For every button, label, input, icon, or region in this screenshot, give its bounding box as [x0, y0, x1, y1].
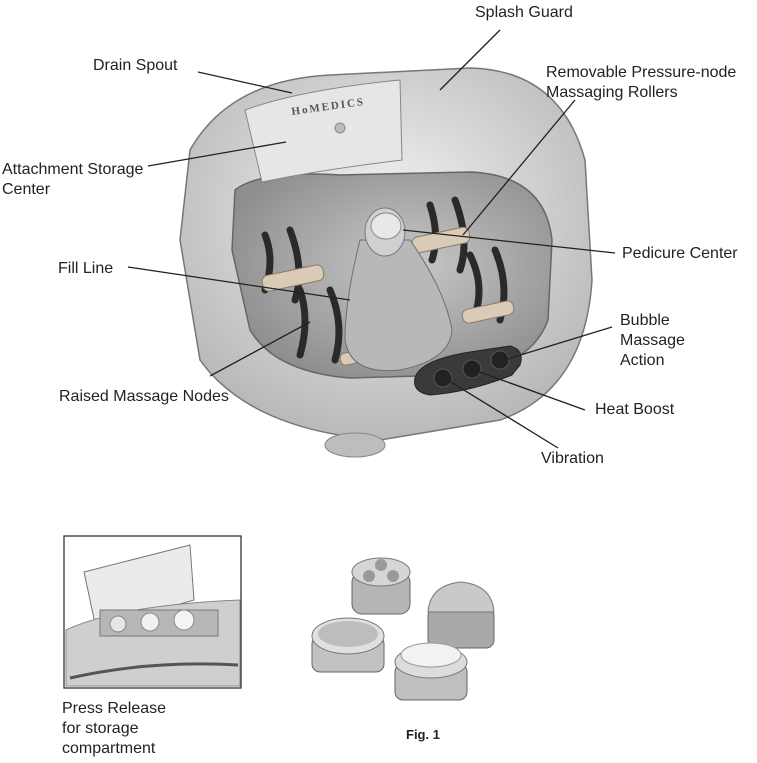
label-vibration: Vibration	[541, 450, 604, 467]
label-drain-spout: Drain Spout	[93, 57, 178, 74]
label-splash-guard: Splash Guard	[475, 4, 573, 21]
pedicure-center	[344, 207, 453, 372]
label-fill-line: Fill Line	[58, 260, 114, 277]
figure-caption: Fig. 1	[406, 727, 440, 742]
attachment-pumice	[311, 617, 385, 673]
pedicure-attachments	[311, 557, 495, 701]
roller-bars	[261, 226, 515, 366]
leader-lines	[127, 29, 616, 449]
label-raised-nodes: Raised Massage Nodes	[59, 388, 229, 405]
inset-caption: Press Release for storage compartment	[62, 700, 167, 757]
attachment-brush	[394, 642, 468, 701]
storage-inset	[63, 535, 242, 689]
label-attachment-storage: Attachment Storage Center	[2, 161, 144, 198]
label-bubble-massage: Bubble Massage Action	[620, 312, 685, 369]
attachment-massage	[351, 557, 411, 615]
label-rollers: Removable Pressure-node Massaging Roller…	[546, 64, 737, 101]
label-heat-boost: Heat Boost	[595, 401, 675, 418]
label-pedicure-center: Pedicure Center	[622, 245, 738, 262]
attachment-buffer	[427, 581, 495, 649]
control-panel	[414, 345, 522, 396]
